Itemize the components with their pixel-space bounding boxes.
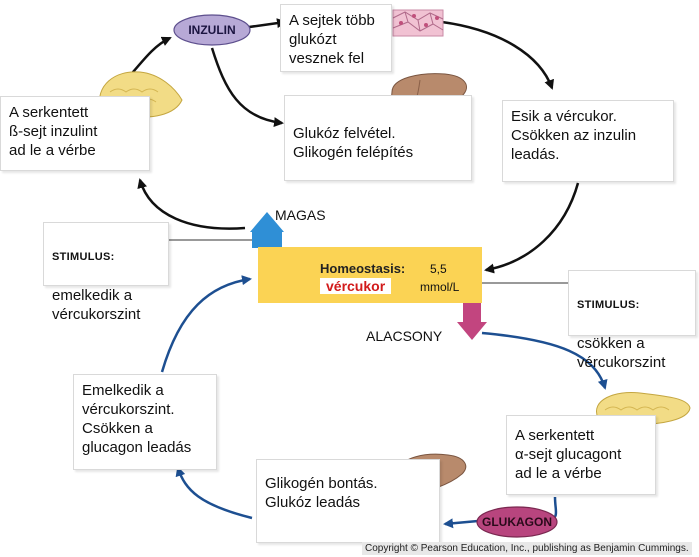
stimulus-high-title: STIMULUS: <box>52 251 115 263</box>
copyright-notice: Copyright © Pearson Education, Inc., pub… <box>362 542 692 555</box>
stimulus-low-title: STIMULUS: <box>577 299 640 311</box>
cells-image <box>392 9 444 37</box>
high-label: MAGAS <box>275 207 326 223</box>
stimulus-low-box: STIMULUS: csökken a vércukorszint <box>568 270 696 371</box>
homeostasis-unit: mmol/L <box>420 280 460 294</box>
alpha-cell-box: A serkentett α-sejt glucagont ad le a vé… <box>506 415 656 495</box>
arrow-glucose-drop-to-homeostasis <box>484 182 580 274</box>
arrow-glucagon-to-liver <box>443 518 479 529</box>
arrow-high-to-pancreas <box>137 178 246 230</box>
stimulus-high-text: emelkedik a vércukorszint <box>52 287 141 323</box>
arrow-insulin-to-liver <box>210 47 284 128</box>
high-arrow-head <box>250 212 284 232</box>
arrow-rise-to-homeostasis <box>160 275 252 373</box>
beta-cell-box: A serkentett ß-sejt inzulint ad le a vér… <box>0 96 150 171</box>
low-arrow-stem <box>463 303 481 325</box>
homeostasis-box: Homeostasis: 5,5 vércukor mmol/L <box>258 247 482 303</box>
glucose-rise-box: Emelkedik a vércukorszint. Csökken a glu… <box>73 374 217 470</box>
low-arrow-head <box>457 322 487 340</box>
homeostasis-title: Homeostasis: <box>320 261 406 276</box>
arrow-liver-to-rise <box>175 466 253 520</box>
cells-uptake-box: A sejtek több glukózt vesznek fel <box>280 4 392 72</box>
insulin-oval <box>173 14 251 46</box>
glycogen-build-box: Glukóz felvétel. Glikogén felépítés <box>284 95 472 181</box>
arrow-low-to-pancreas <box>481 331 608 390</box>
glycogen-breakdown-box: Glikogén bontás. Glukóz leadás <box>256 459 440 543</box>
homeostasis-label: vércukor <box>320 278 392 294</box>
homeostasis-value: 5,5 <box>430 262 447 276</box>
stimulus-low-text: csökken a vércukorszint <box>577 335 666 371</box>
glucagon-label: GLUKAGON <box>482 515 552 529</box>
arrow-cells-to-glucose-drop <box>441 20 554 90</box>
glucagon-oval <box>476 506 558 538</box>
stimulus-high-box: STIMULUS: emelkedik a vércukorszint <box>43 222 169 323</box>
glucose-drop-box: Esik a vércukor. Csökken az inzulin lead… <box>502 100 674 182</box>
high-arrow-stem <box>252 230 282 248</box>
insulin-label: INZULIN <box>188 23 235 37</box>
low-label: ALACSONY <box>366 328 443 344</box>
